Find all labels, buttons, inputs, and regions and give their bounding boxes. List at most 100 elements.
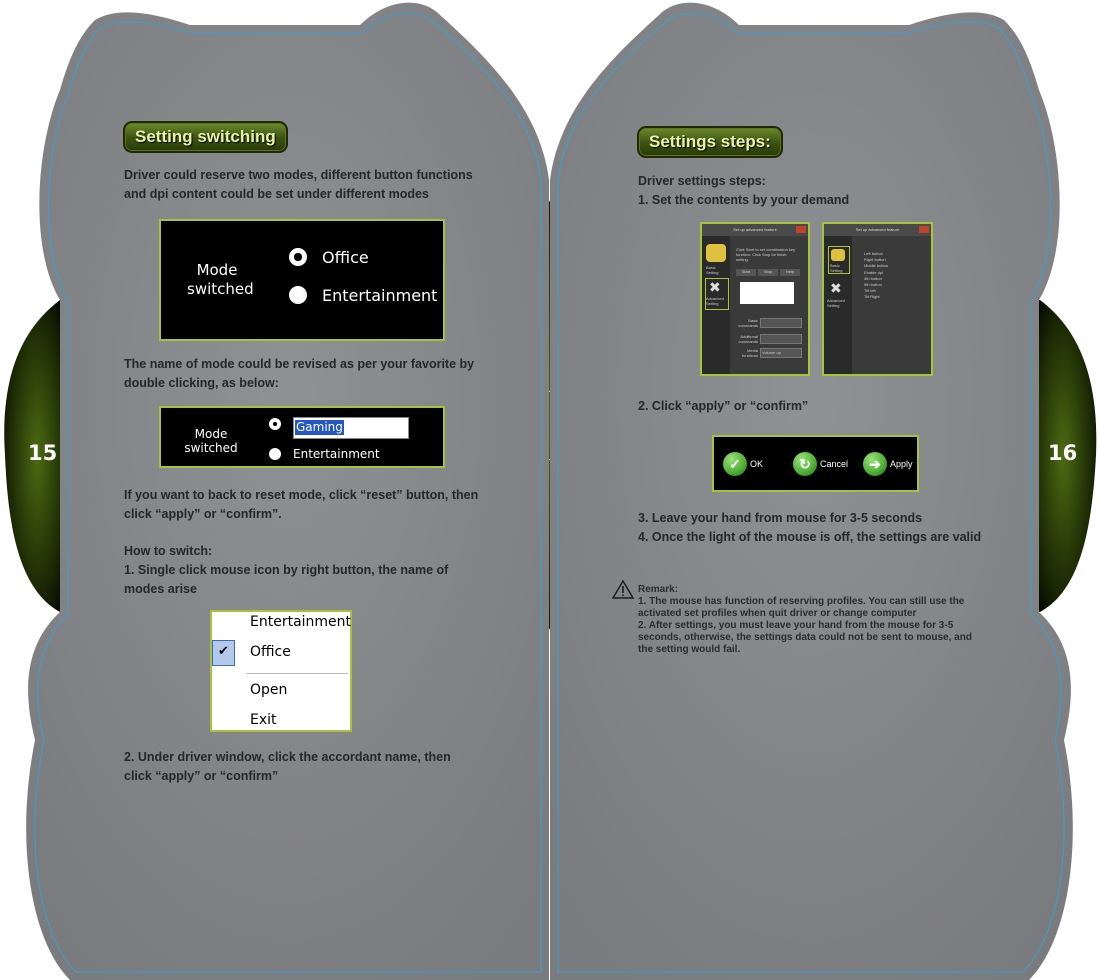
shot1-button-row: Start Stop Help <box>736 269 800 277</box>
shot2-close-icon <box>919 226 929 233</box>
shot2-list-item[interactable]: Middle button <box>864 263 889 269</box>
shot2-button-list: Left button Right button Middle button E… <box>864 251 888 301</box>
check-mark-icon: ✔ <box>212 640 235 666</box>
confirm-buttons-box: ✓ OK ↻ Cancel ➔ Apply <box>712 435 919 492</box>
shot2-list-item[interactable]: Enable dpi <box>864 269 883 275</box>
menu-item-exit[interactable]: Exit <box>250 712 277 728</box>
intro-line-1: Driver could reserve two modes, differen… <box>124 168 473 182</box>
shot1-basic-gear-icon <box>706 244 726 262</box>
tray-context-menu: Entertainment ✔ Office Open Exit <box>210 610 352 732</box>
rename-text: The name of mode could be revised as per… <box>124 355 504 393</box>
shot1-titlebar: Set up advanced feature <box>702 224 808 236</box>
remark-line-1: 1. The mouse has function of reserving p… <box>638 596 965 607</box>
left-heading: Setting switching <box>123 121 288 153</box>
radio-gaming[interactable] <box>269 418 281 430</box>
shot1-stop-button[interactable]: Stop <box>758 269 778 276</box>
remark-line-2: activated set profiles when quit driver … <box>638 608 917 619</box>
radio-entertainment-2[interactable] <box>269 448 281 460</box>
how-to-switch-title: How to switch: <box>124 544 213 558</box>
mode2-label-line-1: Mode <box>194 427 228 441</box>
option-office-label: Office <box>322 248 369 267</box>
reset-text: If you want to back to reset mode, click… <box>124 486 504 524</box>
reset-line-1: If you want to back to reset mode, click… <box>124 488 479 502</box>
warning-icon <box>612 580 634 599</box>
shot1-field-1-select[interactable] <box>760 318 802 328</box>
right-page-outline <box>557 12 1065 973</box>
step3-text: 3. Leave your hand from mouse for 3-5 se… <box>638 511 923 525</box>
mode2-label-line-2: switched <box>184 441 238 455</box>
shot1-field-2-select[interactable] <box>760 334 802 344</box>
refresh-icon[interactable]: ↻ <box>793 452 817 476</box>
radio-office[interactable] <box>289 248 307 266</box>
remark-line-3: 2. After settings, you must leave your h… <box>638 620 954 631</box>
shot1-close-icon <box>796 226 806 233</box>
option-entertainment-label: Entertainment <box>322 286 438 305</box>
shot2-list-item[interactable]: 4th button <box>864 275 882 281</box>
shot2-list-item[interactable]: Tilt left <box>864 288 876 294</box>
rename-line-1: The name of mode could be revised as per… <box>124 357 475 371</box>
remark-line-5: the setting would fail. <box>638 644 741 655</box>
shot2-list-item[interactable]: 5th button <box>864 282 882 288</box>
menu-item-open[interactable]: Open <box>250 682 288 698</box>
mode-label-2: Mode switched <box>179 427 243 455</box>
step1-line-2: modes arise <box>124 582 197 596</box>
left-side-tab <box>4 300 71 612</box>
radio-entertainment[interactable] <box>289 286 307 304</box>
remark-text: Remark: 1. The mouse has function of res… <box>638 584 998 656</box>
mode-label: Mode switched <box>187 261 254 299</box>
shot2-list-item[interactable]: Right button <box>864 257 886 263</box>
mode-label-line-2: switched <box>187 280 254 298</box>
intro-line-2: and dpi content could be set under diffe… <box>124 187 429 201</box>
cancel-button-label[interactable]: Cancel <box>820 459 849 469</box>
check-icon[interactable]: ✓ <box>723 452 747 476</box>
steps-intro-line-2: 1. Set the contents by your demand <box>638 193 850 207</box>
option-entertainment-2-label: Entertainment <box>293 447 380 461</box>
mode-rename-box: Mode switched Gaming Entertainment <box>159 406 445 468</box>
step1-text: 1. Single click mouse icon by right butt… <box>124 561 504 599</box>
shot1-help-button[interactable]: Help <box>780 269 800 276</box>
rename-line-2: double clicking, as below: <box>124 376 279 390</box>
shot1-start-button[interactable]: Start <box>736 269 756 276</box>
reset-line-2: click “apply” or “confirm”. <box>124 507 282 521</box>
steps-intro: Driver settings steps: 1. Set the conten… <box>638 172 1018 210</box>
mode-name-input[interactable]: Gaming <box>293 417 409 439</box>
step2-text: 2. Under driver window, click the accord… <box>124 748 504 786</box>
shot2-list-item[interactable]: Left button <box>864 251 883 256</box>
remark-title: Remark: <box>638 584 679 595</box>
shot1-advanced-tools-icon: ✖ <box>705 278 729 310</box>
step4-text: 4. Once the light of the mouse is off, t… <box>638 530 982 544</box>
intro-text: Driver could reserve two modes, differen… <box>124 166 504 204</box>
mode-switch-box: Mode switched Office Entertainment <box>159 219 445 341</box>
menu-separator <box>246 673 348 674</box>
apply-step-text: 2. Click “apply” or “confirm” <box>638 399 809 413</box>
page-number-left: 15 <box>28 441 58 465</box>
apply-button-label[interactable]: Apply <box>890 459 913 469</box>
step2-line-2: click “apply” or “confirm” <box>124 769 279 783</box>
remark-line-4: seconds, otherwise, the settings data co… <box>638 632 972 643</box>
shot1-key-input[interactable] <box>740 282 794 304</box>
right-side-tab <box>1030 300 1097 612</box>
left-page-outline <box>34 12 542 973</box>
shot1-field-3-select[interactable]: Volume up <box>760 348 802 358</box>
menu-item-entertainment[interactable]: Entertainment <box>250 614 352 630</box>
right-heading: Settings steps: <box>637 126 783 158</box>
page-number-right: 16 <box>1048 441 1078 465</box>
ok-button-label[interactable]: OK <box>750 459 764 469</box>
mode-name-value: Gaming <box>295 420 344 435</box>
arrow-right-icon[interactable]: ➔ <box>863 452 887 476</box>
menu-item-office[interactable]: Office <box>250 644 291 660</box>
step2-line-1: 2. Under driver window, click the accord… <box>124 750 451 764</box>
shot2-list-item[interactable]: Tilt Right <box>864 294 880 300</box>
mode-label-line-1: Mode <box>196 261 238 279</box>
